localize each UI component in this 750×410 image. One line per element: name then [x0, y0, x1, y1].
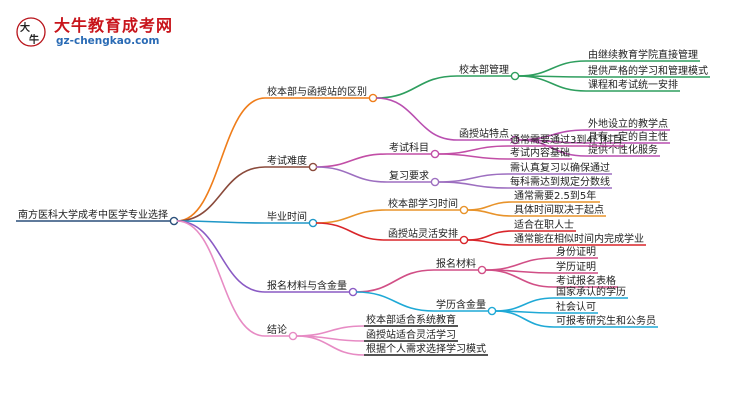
leaf-1-1-2: 提供严格的学习和管理模式 [588, 64, 708, 77]
branch-4: 报名材料与含金量 [267, 279, 347, 292]
branch-node-2 [308, 162, 318, 172]
branch-connector-5 [176, 220, 266, 337]
leaf-connector-3-1-2 [466, 209, 513, 217]
child-node-2-1 [430, 149, 440, 159]
child-5-2: 函授站适合灵活学习 [366, 328, 456, 341]
child-connector-1-1 [375, 75, 458, 99]
child-node-4-2 [487, 306, 497, 316]
child-node-3-1 [459, 205, 469, 215]
leaf-connector-1-1-1 [517, 60, 587, 77]
leaf-1-1-3: 课程和考试统一安排 [588, 78, 678, 91]
child-4-1: 报名材料 [436, 257, 476, 270]
branch-connector-4 [176, 220, 266, 293]
leaf-connector-1-2-3 [517, 139, 587, 157]
child-connector-4-2 [355, 291, 435, 312]
child-connector-5-3 [295, 335, 365, 356]
leaf-connector-1-1-3 [517, 75, 587, 92]
leaf-connector-2-2-1 [437, 173, 509, 183]
child-3-2: 函授站灵活安排 [388, 227, 458, 240]
leaf-connector-3-2-1 [466, 230, 513, 241]
leaf-4-2-3: 可报考研究生和公务员 [556, 314, 656, 327]
leaf-connector-3-2-2 [466, 239, 513, 246]
child-connector-3-1 [315, 209, 387, 224]
bull-logo-icon: 大 牛 [16, 17, 46, 47]
child-2-2: 复习要求 [389, 169, 429, 182]
child-connector-2-2 [315, 166, 388, 183]
branch-3: 毕业时间 [267, 210, 307, 223]
leaf-2-1-2: 考试内容基础 [510, 146, 570, 159]
child-connector-4-1 [355, 269, 435, 293]
leaf-4-2-1: 国家承认的学历 [556, 285, 626, 298]
child-connector-1-2 [375, 97, 458, 141]
branch-1: 校本部与函授站的区别 [267, 85, 367, 98]
child-node-2-2 [430, 177, 440, 187]
child-1-2: 函授站特点 [459, 127, 509, 140]
branch-node-4 [348, 287, 358, 297]
leaf-connector-2-1-2 [437, 153, 509, 160]
logo-icon-glyph-2: 牛 [29, 33, 39, 46]
branch-node-1 [368, 93, 378, 103]
leaf-3-2-1: 适合在职人士 [514, 218, 574, 231]
child-3-1: 校本部学习时间 [388, 197, 458, 210]
logo-icon-glyph-1: 大 [20, 21, 30, 34]
root-topic: 南方医科大学成考中医学专业选择 [18, 208, 168, 221]
branch-node-5 [288, 331, 298, 341]
child-connector-3-2 [315, 222, 387, 241]
leaf-connector-4-1-1 [484, 257, 555, 271]
branch-5: 结论 [267, 323, 287, 336]
site-url: gz-chengkao.com [56, 35, 160, 47]
child-5-1: 校本部适合系统教育 [366, 313, 456, 326]
leaf-3-1-1: 通常需要2.5到5年 [514, 189, 596, 202]
branch-connector-1 [176, 97, 266, 222]
branch-node-3 [308, 218, 318, 228]
branch-connector-2 [176, 166, 266, 222]
leaf-connector-3-1-1 [466, 201, 513, 211]
leaf-connector-2-1-1 [437, 145, 509, 155]
leaf-4-1-2: 学历证明 [556, 260, 596, 273]
leaf-connector-2-2-2 [437, 181, 509, 189]
leaf-2-2-2: 每科需达到规定分数线 [510, 175, 610, 188]
child-connector-5-1 [295, 325, 365, 337]
leaf-4-1-3: 考试报名表格 [556, 274, 616, 287]
leaf-4-2-2: 社会认可 [556, 300, 596, 313]
leaf-3-2-2: 通常能在相似时间内完成学业 [514, 232, 644, 245]
leaf-4-1-1: 身份证明 [556, 245, 596, 258]
child-connector-2-1 [315, 153, 388, 168]
branch-2: 考试难度 [267, 154, 307, 167]
child-4-2: 学历含金量 [436, 298, 486, 311]
leaf-3-1-2: 具体时间取决于起点 [514, 203, 604, 216]
child-node-4-1 [477, 265, 487, 275]
root-node [169, 216, 179, 226]
leaf-2-2-1: 需认真复习以确保通过 [510, 161, 610, 174]
child-2-1: 考试科目 [389, 141, 429, 154]
site-title: 大牛教育成考网 [54, 16, 174, 35]
child-5-3: 根据个人需求选择学习模式 [366, 342, 486, 355]
site-logo[interactable]: 大 牛 大牛教育成考网 gz-chengkao.com [0, 0, 172, 52]
leaf-connector-4-2-1 [494, 297, 555, 312]
child-node-1-1 [510, 71, 520, 81]
leaf-connector-4-2-3 [494, 310, 555, 328]
leaf-1-2-2: 具有一定的自主性 [588, 130, 668, 143]
child-1-1: 校本部管理 [459, 63, 509, 76]
leaf-connector-4-1-3 [484, 269, 555, 288]
branch-connector-3 [176, 220, 266, 224]
leaf-2-1-1: 通常需要通过3到4门科目 [510, 133, 623, 146]
leaf-1-2-1: 外地设立的教学点 [588, 117, 668, 130]
leaf-1-1-1: 由继续教育学院直接管理 [588, 48, 698, 61]
child-node-3-2 [459, 235, 469, 245]
